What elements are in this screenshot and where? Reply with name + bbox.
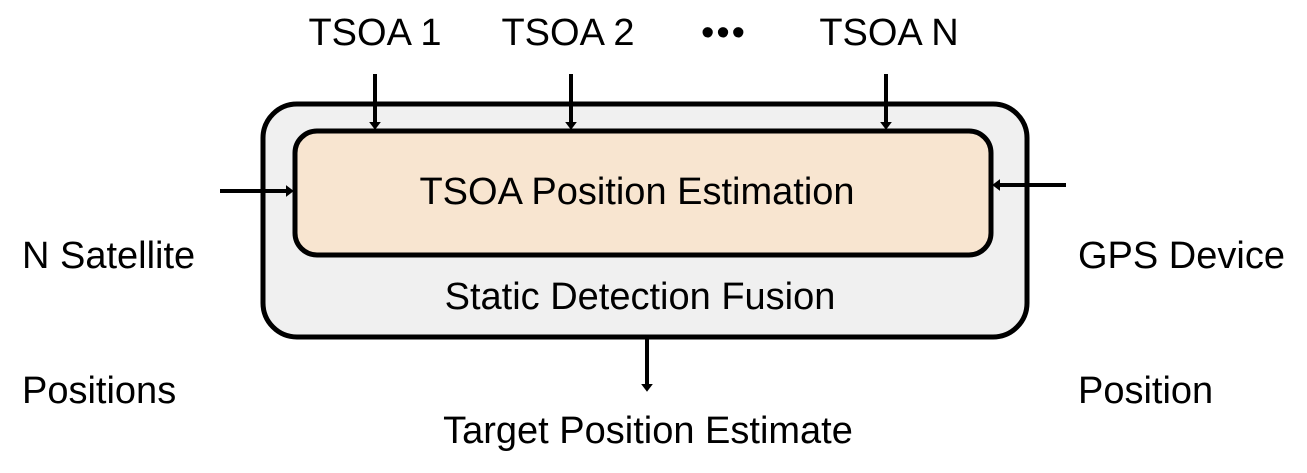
label-static-detection-fusion: Static Detection Fusion [444,276,836,318]
label-tsoa-position-estimation: TSOA Position Estimation [419,171,855,213]
label-n-satellite-positions-line1: N Satellite [22,235,196,277]
label-tsoa-n: TSOA N [819,12,959,54]
label-gps-device-position-line1: GPS Device [1078,235,1285,277]
inner-block-tsoa-position-estimation [292,128,994,258]
label-n-satellite-positions: N Satellite Positions [22,144,195,473]
label-tsoa-1: TSOA 1 [308,12,442,54]
label-ellipsis: ••• [701,12,747,54]
label-gps-device-position: GPS Device Position [1078,144,1285,473]
label-tsoa-2: TSOA 2 [501,12,635,54]
label-target-position-estimate: Target Position Estimate [443,410,853,452]
label-gps-device-position-line2: Position [1078,370,1214,412]
label-n-satellite-positions-line2: Positions [22,370,177,412]
